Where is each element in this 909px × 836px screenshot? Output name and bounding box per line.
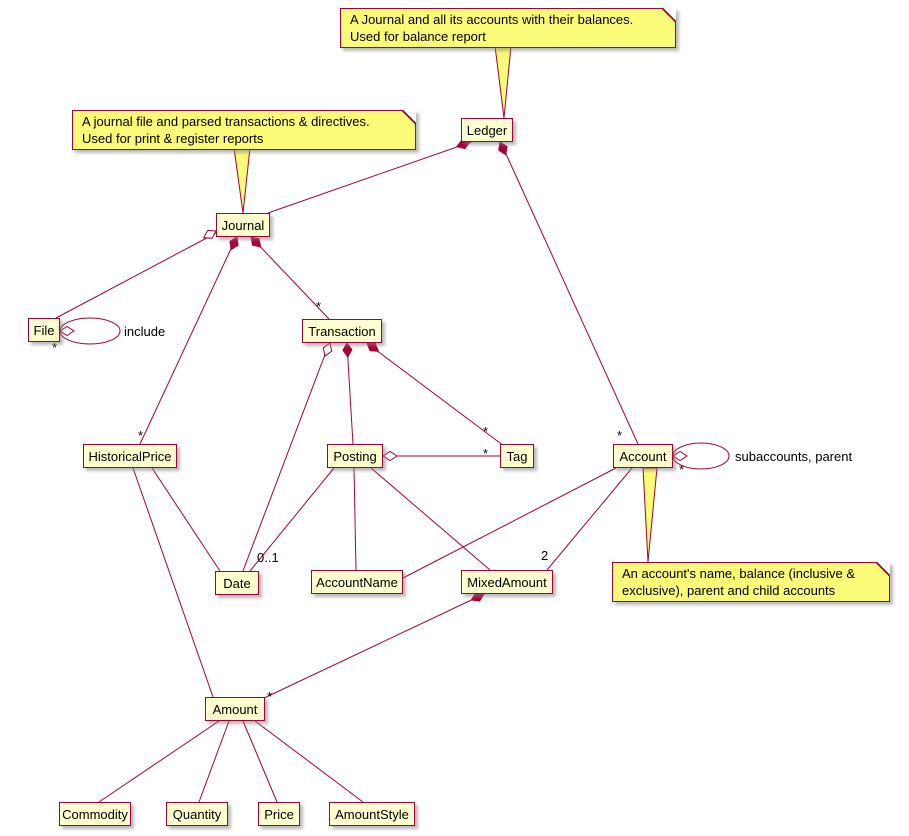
note-pointer-journal xyxy=(233,147,251,214)
diamond-transaction-date xyxy=(322,342,333,357)
note-account-line1: An account's name, balance (inclusive & xyxy=(622,566,855,581)
class-node-historicalprice: HistoricalPrice xyxy=(83,444,177,468)
note-journal: A journal file and parsed transactions &… xyxy=(72,110,416,150)
diamond-file-self xyxy=(59,325,75,337)
diamond-ledger-account xyxy=(498,141,508,156)
class-node-transaction: Transaction xyxy=(302,319,382,343)
note-fold-icon xyxy=(662,8,676,22)
edge-journal-transaction xyxy=(251,237,330,320)
edge-account-mixedamount xyxy=(546,467,633,571)
diamond-journal-transaction xyxy=(250,236,262,248)
diamond-account-self xyxy=(672,450,688,462)
note-fold-icon xyxy=(876,562,890,576)
edge-label-subaccounts-parent: subaccounts, parent xyxy=(735,449,852,464)
edge-amount-price xyxy=(242,720,278,803)
edge-posting-date xyxy=(249,467,335,572)
class-node-quantity: Quantity xyxy=(166,802,228,826)
note-journal-line2: Used for print & register reports xyxy=(82,131,264,146)
edge-mixedamount-amount xyxy=(261,594,483,700)
edge-ledger-journal xyxy=(267,140,475,214)
note-ledger-line2: Used for balance report xyxy=(350,29,486,44)
edge-transaction-tag xyxy=(367,343,505,447)
note-fold-icon xyxy=(402,110,416,124)
class-node-file: File xyxy=(28,318,60,342)
note-ledger: A Journal and all its accounts with thei… xyxy=(340,8,676,48)
note-ledger-line1: A Journal and all its accounts with thei… xyxy=(350,12,634,27)
class-node-amountstyle: AmountStyle xyxy=(329,802,415,826)
multiplicity-transaction: * xyxy=(316,299,321,314)
edge-journal-file xyxy=(55,231,219,319)
multiplicity-posting-tag: * xyxy=(483,446,488,461)
multiplicity-posting-date: 0..1 xyxy=(257,550,279,565)
edge-ledger-account xyxy=(500,142,639,445)
edge-posting-accountname xyxy=(353,467,357,571)
edge-amount-amountstyle xyxy=(254,720,364,803)
note-pointer-account xyxy=(642,467,658,563)
class-node-account: Account xyxy=(613,444,673,468)
class-node-accountname: AccountName xyxy=(311,570,403,594)
class-node-posting: Posting xyxy=(327,444,383,468)
note-journal-line1: A journal file and parsed transactions &… xyxy=(82,114,370,129)
edge-historicalprice-date xyxy=(151,467,221,572)
diamond-transaction-posting xyxy=(342,342,353,358)
class-node-ledger: Ledger xyxy=(461,118,513,142)
class-node-amount: Amount xyxy=(205,697,265,721)
edge-account-accountname xyxy=(402,467,617,579)
class-node-journal: Journal xyxy=(216,213,270,237)
class-node-date: Date xyxy=(215,571,259,595)
class-node-tag: Tag xyxy=(500,444,534,468)
class-node-commodity: Commodity xyxy=(59,802,131,826)
multiplicity-historicalprice: * xyxy=(138,428,143,443)
note-account-line2: exclusive), parent and child accounts xyxy=(622,583,836,598)
edge-historicalprice-amount xyxy=(132,467,214,698)
edge-label-include: include xyxy=(124,324,165,339)
edge-transaction-posting xyxy=(346,343,354,445)
class-node-price: Price xyxy=(258,802,300,826)
multiplicity-account-mixedamount: 2 xyxy=(541,548,548,563)
diamond-posting-tag xyxy=(382,450,398,462)
edge-posting-mixedamount xyxy=(370,467,491,571)
edge-amount-commodity xyxy=(98,720,220,803)
multiplicity-account-self: * xyxy=(679,462,684,477)
edge-transaction-date xyxy=(242,343,330,572)
multiplicity-file-include: * xyxy=(52,340,57,355)
multiplicity-mixedamount-amount: * xyxy=(267,689,272,704)
note-account: An account's name, balance (inclusive & … xyxy=(612,562,890,602)
multiplicity-account: * xyxy=(617,428,622,443)
multiplicity-transaction-tag: * xyxy=(483,424,488,439)
note-pointer-ledger xyxy=(494,45,512,119)
diamond-journal-file xyxy=(202,229,217,239)
diamond-transaction-tag xyxy=(366,342,380,352)
edge-journal-historicalprice xyxy=(139,237,237,445)
class-node-mixedamount: MixedAmount xyxy=(461,570,553,594)
edge-amount-quantity xyxy=(198,720,230,803)
diamond-journal-historicalprice xyxy=(229,236,239,251)
